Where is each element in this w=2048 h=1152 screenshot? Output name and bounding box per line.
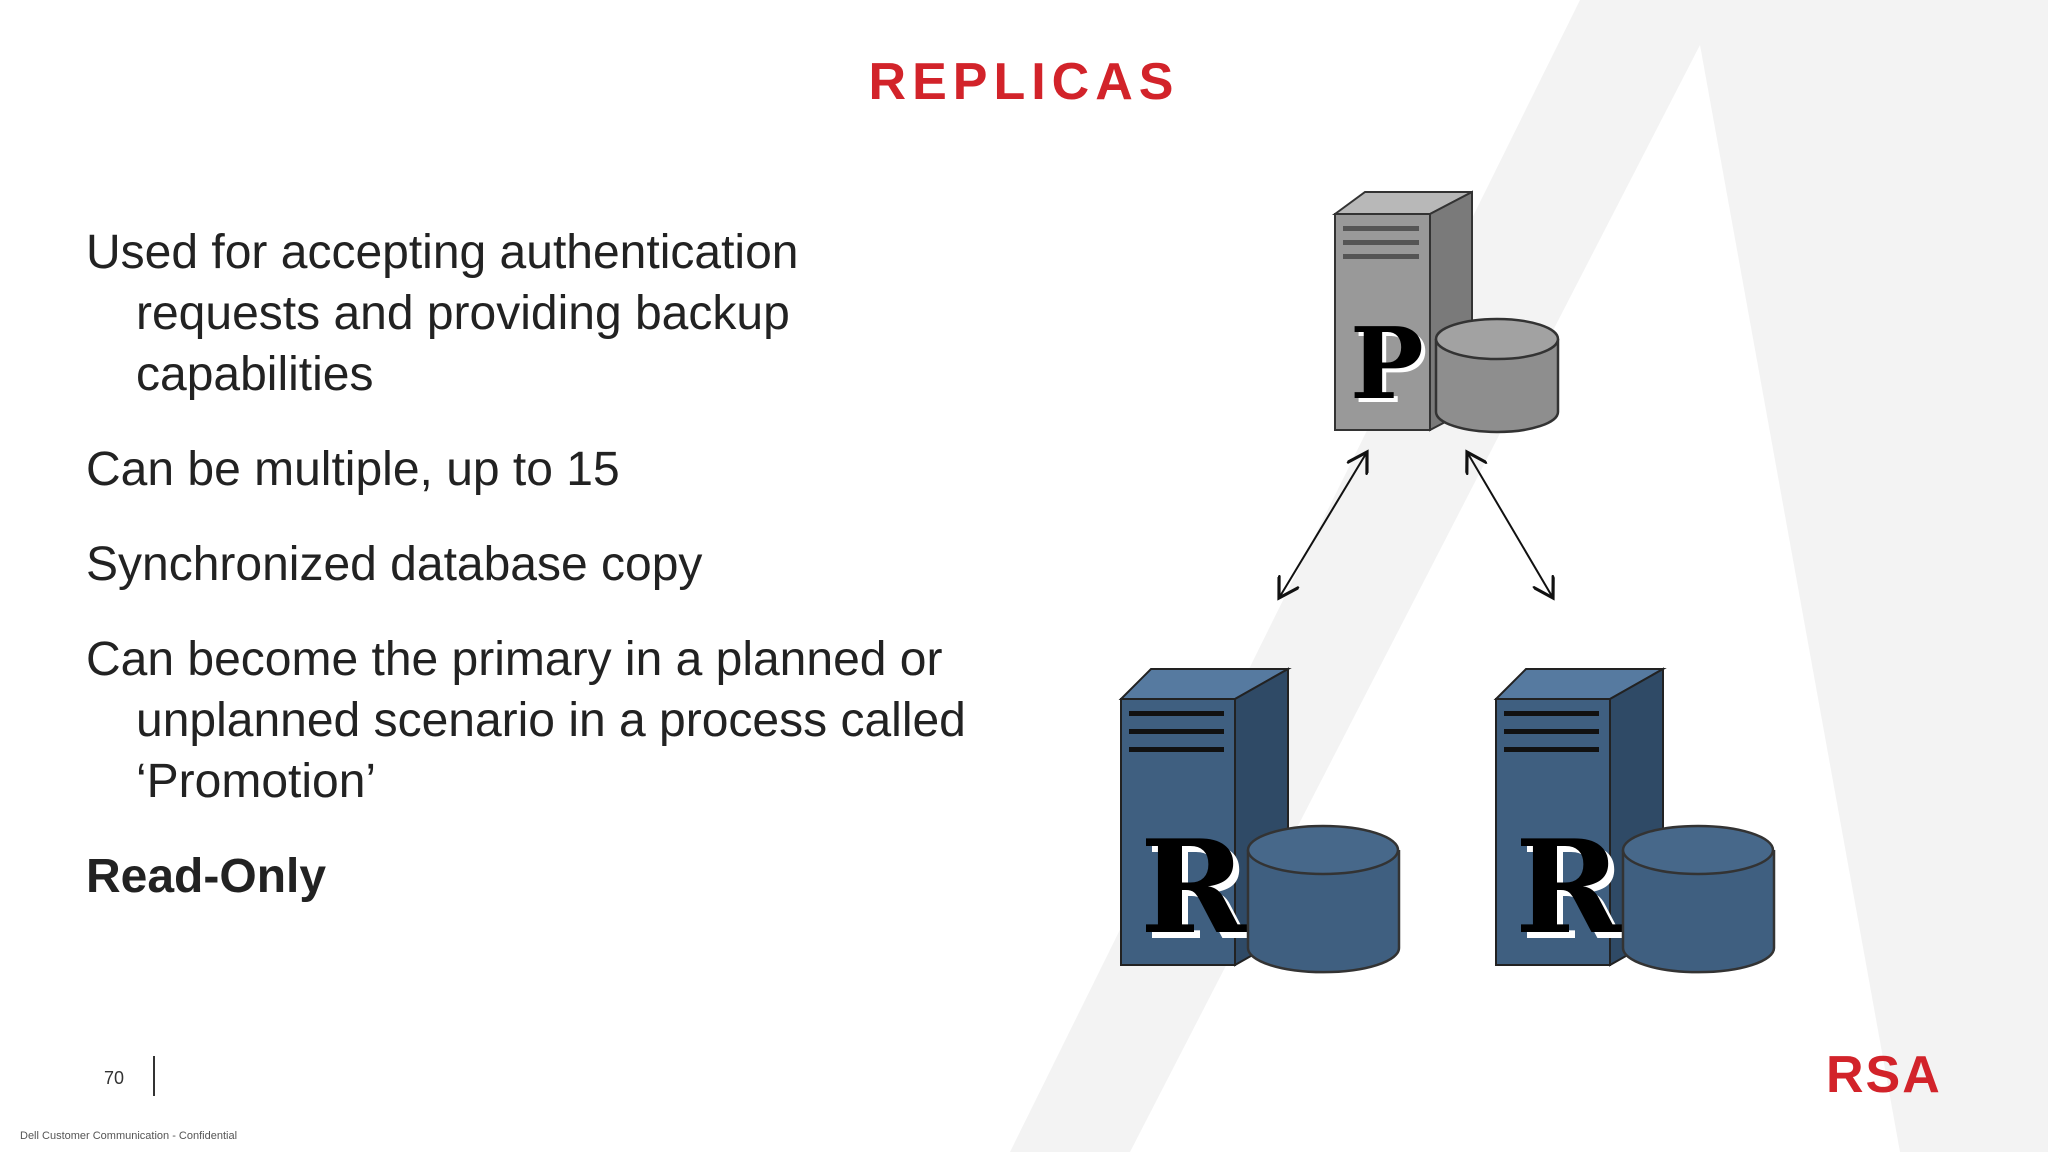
replica-server-label: R (1140, 813, 1248, 963)
page-number: 70 (104, 1068, 125, 1088)
confidentiality-footer: Dell Customer Communication - Confidenti… (20, 1130, 238, 1142)
replica-database-icon (1246, 824, 1401, 974)
rsa-logo: RSA (1826, 1046, 1942, 1104)
replica-server-label: R (1515, 813, 1623, 963)
primary-database-icon (1434, 317, 1560, 434)
sync-arrow-left (1279, 452, 1367, 598)
primary-server-label: P (1350, 307, 1424, 422)
bullet-item: Can be multiple, up to 15 (86, 443, 620, 496)
replica-server-icon: R R (1118, 667, 1292, 969)
slide-title: REPLICAS (868, 53, 1180, 111)
bullet-item-bold: Read-Only (86, 850, 327, 903)
replica-server-label: R (1521, 819, 1629, 969)
primary-server-label: P (1354, 311, 1428, 426)
replica-server-label: R (1146, 819, 1254, 969)
bullet-item: Can become the primary in a planned or u… (86, 633, 966, 808)
bullet-item: Synchronized database copy (86, 538, 703, 591)
bullet-item: Used for accepting authentication reques… (86, 226, 799, 401)
sync-arrow-right (1467, 452, 1553, 598)
page-number-divider (153, 1056, 155, 1096)
replica-database-icon (1621, 824, 1776, 974)
bullet-list: Used for accepting authentication reques… (86, 222, 986, 941)
